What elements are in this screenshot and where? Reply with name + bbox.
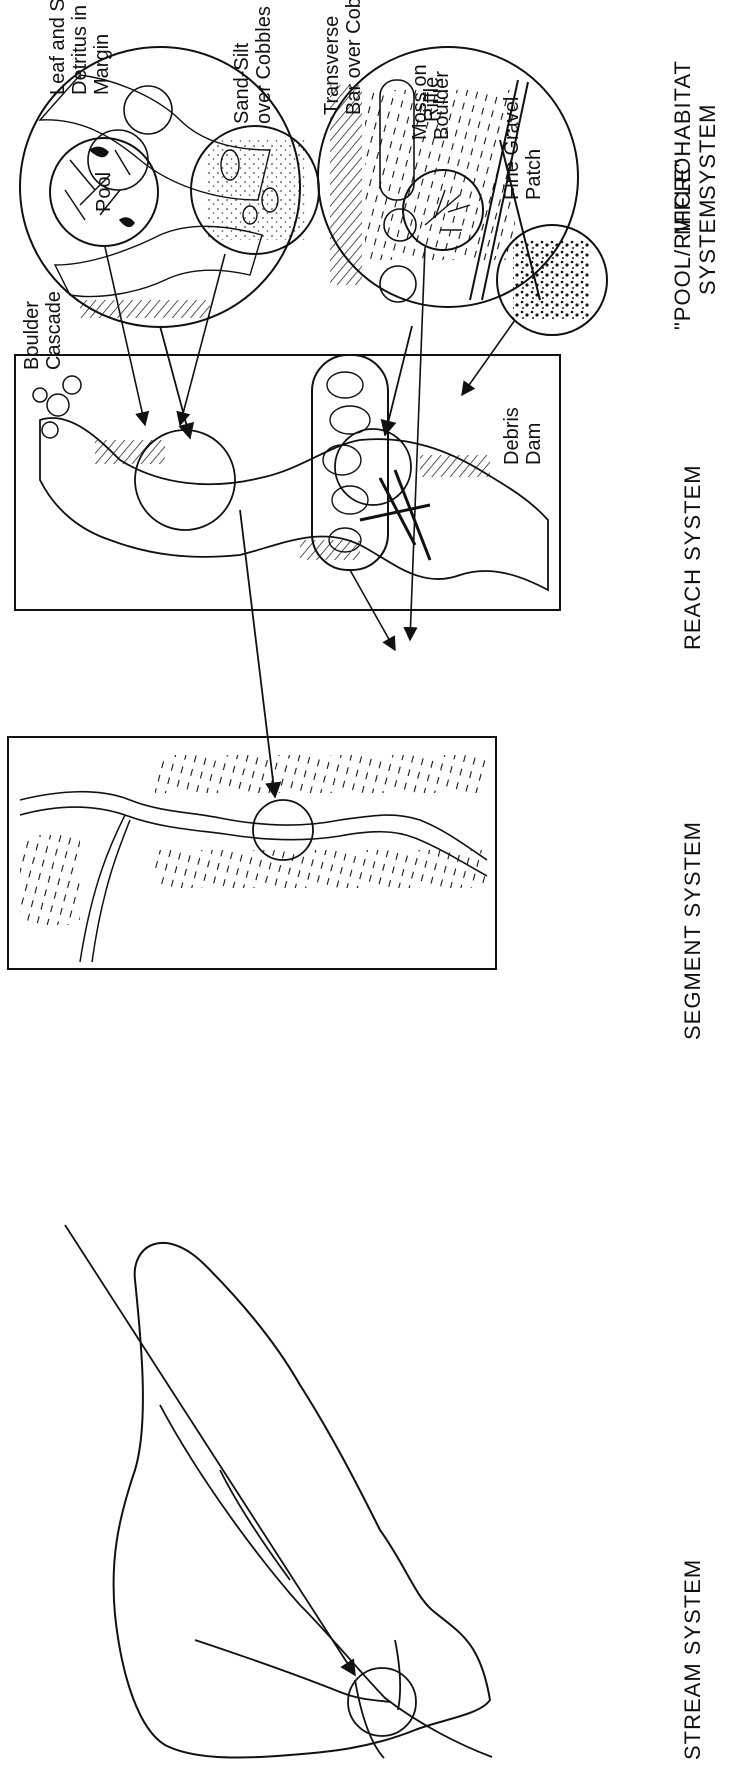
arrow-sand-silt-to-pool	[180, 254, 225, 425]
segment-tributary	[80, 815, 125, 962]
fine-gravel-label-2: Patch	[523, 149, 545, 200]
moss-label-1: Moss on	[409, 64, 431, 140]
segment-system-diagram	[8, 510, 496, 969]
debris-dam-label-2: Dam	[523, 423, 545, 465]
debris-dam-logs	[360, 470, 430, 560]
main-channel	[160, 1405, 492, 1757]
fine-gravel-texture	[513, 240, 591, 320]
stream-system-label: STREAM SYSTEM	[680, 1559, 705, 1760]
arrow-gravel-to-riffle	[462, 320, 515, 395]
arrow-reach-to-riffle	[385, 326, 412, 435]
reach-pool-zoom-circle	[135, 430, 235, 530]
segment-valley-walls-north	[155, 755, 485, 793]
stream-network	[160, 1405, 492, 1758]
system-level-labels: STREAM SYSTEM SEGMENT SYSTEM REACH SYSTE…	[670, 60, 720, 1760]
debris-dam-label-1: Debris	[501, 407, 523, 465]
pool-upper-microhabitat	[124, 86, 172, 134]
stream-zoom-circle	[348, 1668, 416, 1736]
microhabitat-system-label-1: MICROHABITAT	[670, 60, 695, 235]
leaf-detritus-label-1: Leaf and S	[47, 0, 69, 95]
arrow-stream-to-segment	[65, 1225, 355, 1675]
segment-tributary-2	[92, 820, 130, 962]
leaf-detritus-label-3: Margin	[91, 34, 113, 95]
reach-bank-hatch-3	[420, 455, 490, 477]
pool-bank-hatch	[80, 300, 210, 318]
fine-gravel-label-1: Fine Gravel	[501, 97, 523, 200]
sand-silt-texture	[205, 140, 305, 240]
boulder-cascade-label-1: Boulder	[21, 301, 43, 370]
segment-valley-walls-west	[20, 835, 80, 925]
transverse-bar-label-1: Transverse	[321, 16, 343, 115]
segment-system-label: SEGMENT SYSTEM	[680, 821, 705, 1040]
leaf-detritus-label-2: Detritus in	[69, 5, 91, 95]
moss-label-2: Boulder	[431, 71, 453, 140]
pool-label: Pool	[93, 172, 115, 212]
sand-silt-label-1: Sand-Silt	[231, 42, 253, 124]
sand-silt-label-2: over Cobbles	[253, 6, 275, 124]
microhabitat-system-label-2: SYSTEM	[695, 104, 720, 200]
pool-riffle-system-label-2: SYSTEM	[695, 199, 720, 295]
reach-bank-hatch-1	[95, 440, 165, 464]
reach-riffle-zoom-circle	[335, 429, 411, 505]
arrow-reach-to-pool	[160, 326, 190, 438]
arrow-leaf-to-pool	[105, 247, 145, 425]
transverse-bar-label-2: Bar over Cobbl	[343, 0, 365, 115]
reach-system-label: REACH SYSTEM	[680, 464, 705, 650]
boulder-cascade-label-2: Cascade	[43, 291, 65, 370]
reach-system-diagram: Boulder Cascade Debris Dam	[15, 291, 560, 610]
tributary-4	[395, 1640, 400, 1710]
transverse-bar-cobbles	[323, 372, 370, 552]
tributary-1	[220, 1470, 290, 1580]
segment-valley-walls-south	[155, 850, 485, 888]
stream-system-diagram	[65, 1225, 492, 1758]
watershed-outline	[114, 1243, 490, 1758]
